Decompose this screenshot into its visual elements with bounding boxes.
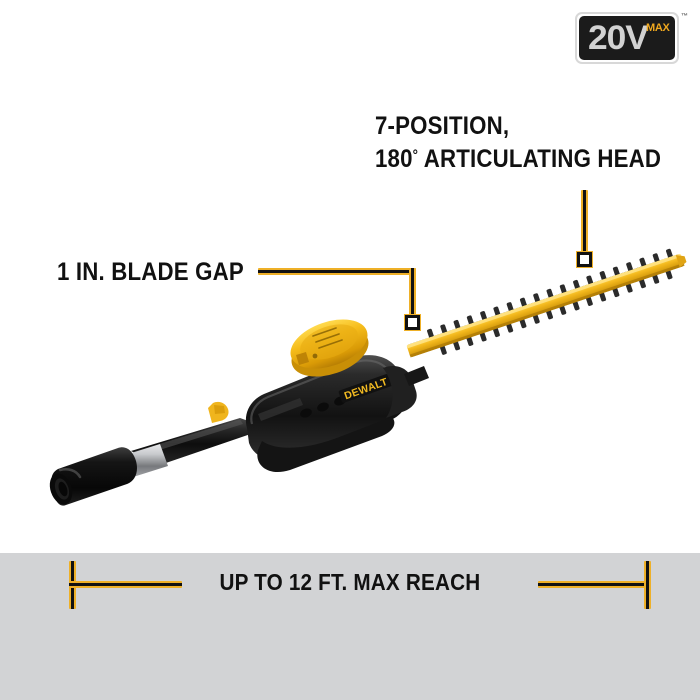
- motor-housing: DEWALT: [245, 355, 429, 473]
- leader-marker-gap: [405, 315, 420, 330]
- badge-max-text: MAX: [646, 22, 670, 34]
- dimension-rule-right: [538, 581, 651, 588]
- degree-symbol: °: [412, 147, 419, 164]
- pole-shaft: [49, 418, 268, 506]
- dimension-rule-left: [69, 581, 182, 588]
- leader-line-head-vertical: [581, 190, 588, 258]
- callout-head-line2: 180° ARTICULATING HEAD: [375, 145, 662, 173]
- reach-label: UP TO 12 FT. MAX REACH: [219, 569, 481, 595]
- leader-line-gap-horizontal: [258, 268, 416, 275]
- leader-marker-head: [577, 252, 592, 267]
- callout-head-line1: 7-POSITION,: [375, 112, 510, 140]
- articulating-knob: [290, 319, 369, 377]
- leader-line-gap-vertical: [409, 268, 416, 320]
- svg-text:DEWALT: DEWALT: [343, 376, 390, 403]
- badge-box: 20V MAX: [579, 16, 675, 60]
- callout-blade-gap: 1 IN. BLADE GAP: [57, 258, 244, 286]
- trimmer-blade: [406, 248, 687, 358]
- dimension-cap-right: [644, 561, 651, 609]
- voltage-badge: 20V MAX ™: [575, 12, 688, 70]
- badge-voltage-text: 20V: [588, 19, 649, 57]
- badge-trademark: ™: [681, 13, 688, 20]
- callout-articulating-head: 7-POSITION, 180° ARTICULATING HEAD: [375, 112, 661, 174]
- reach-band: [0, 553, 700, 700]
- release-button: [208, 401, 229, 423]
